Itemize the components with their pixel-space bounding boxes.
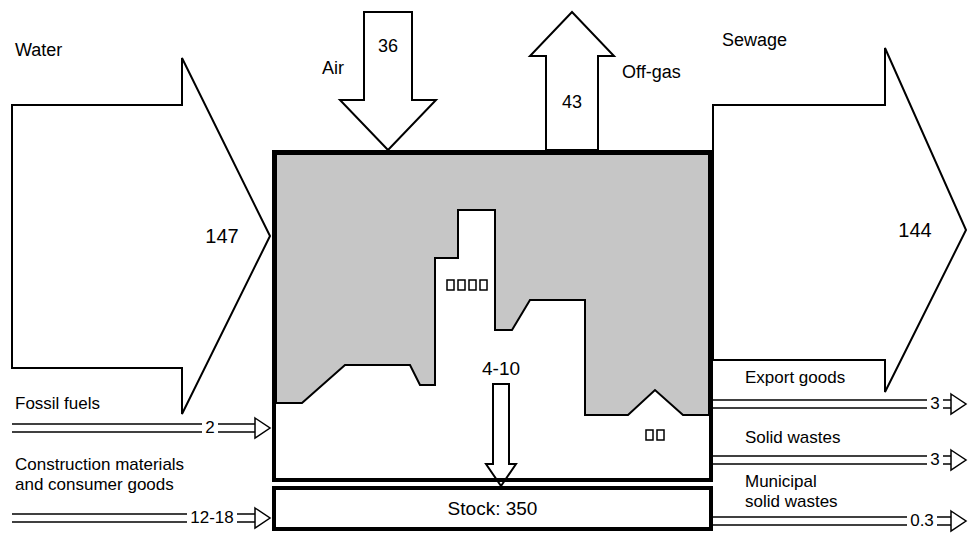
flow-quantity: 3 [927,395,942,413]
arrow-line [713,524,951,526]
arrow-line [12,423,255,425]
flow-name: Municipal solid wastes [745,472,847,511]
sky-area [276,154,709,415]
arrow-line [12,431,255,433]
arrow-line [713,407,951,409]
arrow-head [255,418,270,438]
flow-name: Off-gas [622,62,681,83]
flow-name: Construction materials and consumer good… [15,455,200,494]
stock-label: Stock: 350 [448,498,538,520]
flow-quantity: 36 [378,36,398,57]
flow-name: Sewage [722,30,787,51]
flow-arrow [713,394,966,414]
stock-arrow [486,384,516,486]
flow-name: Solid wastes [745,428,840,448]
arrow-line [713,463,951,465]
city-box: 4-10 [272,150,713,482]
window [469,280,476,290]
arrow-head [255,508,270,528]
flow-arrow [12,508,270,528]
arrow-line [12,513,255,515]
flow-quantity: 12-18 [187,509,236,527]
arrow-line [713,516,951,518]
flow-arrow [713,511,966,531]
arrow-head [951,511,966,531]
offgas-arrow [530,12,614,150]
arrow-head [951,450,966,470]
flow-arrow [713,450,966,470]
flow-name: Water [15,40,62,61]
window [447,280,454,290]
window [458,280,465,290]
window [480,280,487,290]
sewage-arrow [713,48,966,392]
flow-arrow [12,418,270,438]
flow-name: Fossil fuels [15,394,100,414]
flow-quantity: 0.3 [907,512,937,530]
arrow-line [713,455,951,457]
flow-quantity: 2 [202,419,217,437]
flow-quantity: 147 [205,225,238,248]
arrow-head [951,394,966,414]
window [646,430,653,440]
flow-quantity: 43 [562,92,582,113]
building-windows [447,280,664,440]
flow-name: Air [322,58,344,79]
flow-quantity: 4-10 [482,358,520,380]
flow-name: Export goods [745,368,845,388]
arrow-line [713,399,951,401]
flow-quantity: 144 [898,219,931,242]
arrow-line [12,521,255,523]
flow-quantity: 3 [927,451,942,469]
stock-box: Stock: 350 [272,486,713,531]
water-arrow [12,58,270,414]
window [657,430,664,440]
air-arrow [340,12,436,150]
